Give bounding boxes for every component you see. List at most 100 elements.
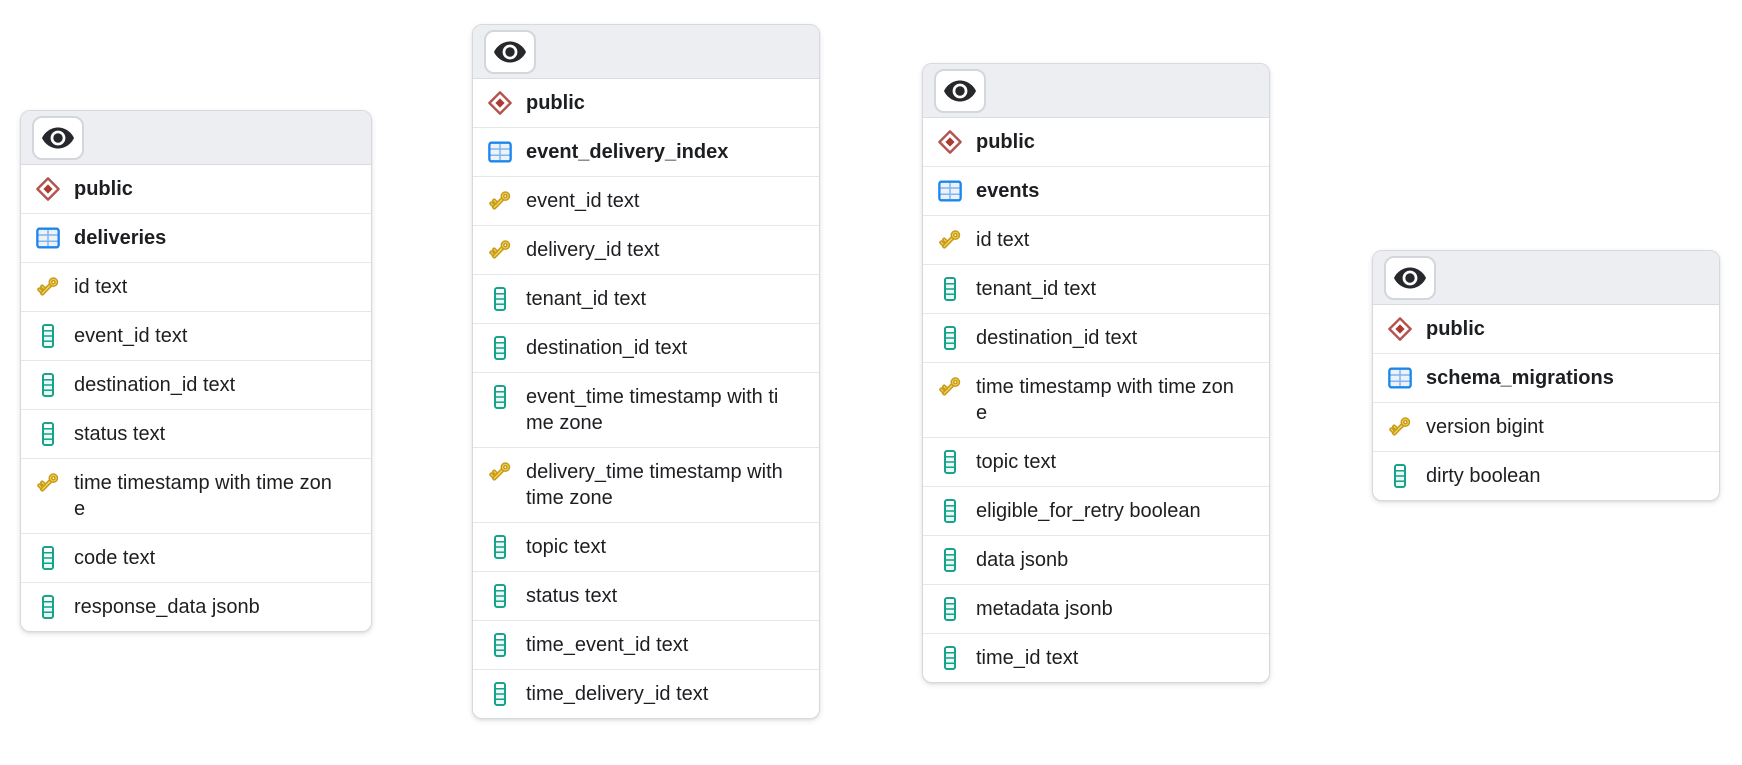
column-row: status text [473, 571, 819, 620]
column-icon [487, 534, 513, 560]
column-label: dirty boolean [1426, 465, 1541, 487]
schema-name: public [74, 178, 133, 200]
primary-key-icon [937, 227, 963, 253]
column-label: tenant_id text [976, 278, 1097, 300]
schema-name: public [526, 92, 585, 114]
column-row: id text [21, 262, 371, 311]
table-name-row: schema_migrations [1373, 353, 1719, 402]
column-row: version bigint [1373, 402, 1719, 451]
column-row: id text [923, 215, 1269, 264]
column-icon [1387, 463, 1413, 489]
column-label: tenant_id text [526, 288, 647, 310]
visibility-toggle-button[interactable] [934, 68, 986, 113]
column-row: topic text [923, 437, 1269, 486]
table-card-events[interactable]: public events id text tenant_id text destina… [922, 63, 1270, 683]
schema-name: public [976, 131, 1035, 153]
visibility-toggle-button[interactable] [1384, 255, 1436, 300]
table-name: schema_migrations [1426, 367, 1614, 389]
primary-key-icon [35, 274, 61, 300]
primary-key-icon [487, 459, 513, 485]
column-row: tenant_id text [473, 274, 819, 323]
column-label: event_id text [74, 325, 188, 347]
schema-diamond-icon [937, 129, 963, 155]
column-row: delivery_time timestamp with time zone [473, 447, 819, 522]
column-label: time_id text [976, 647, 1079, 669]
column-row: delivery_id text [473, 225, 819, 274]
column-label: topic text [976, 451, 1057, 473]
column-label: time_delivery_id text [526, 683, 709, 705]
visibility-toggle-button[interactable] [32, 115, 84, 160]
eye-icon [1393, 266, 1427, 290]
column-row: time_event_id text [473, 620, 819, 669]
column-icon [937, 596, 963, 622]
column-label: destination_id text [74, 374, 236, 396]
table-name-row: event_delivery_index [473, 127, 819, 176]
column-label: delivery_id text [526, 239, 660, 261]
column-row: topic text [473, 522, 819, 571]
column-label: topic text [526, 536, 607, 558]
table-name: deliveries [74, 227, 167, 249]
table-name: event_delivery_index [526, 141, 729, 163]
column-row: code text [21, 533, 371, 582]
column-label: data jsonb [976, 549, 1069, 571]
card-header [21, 111, 371, 165]
column-label: metadata jsonb [976, 598, 1113, 620]
column-label: version bigint [1426, 416, 1544, 438]
schema-name: public [1426, 318, 1485, 340]
column-label: time_event_id text [526, 634, 689, 656]
table-grid-icon [35, 225, 61, 251]
column-row: event_time timestamp with time zone [473, 372, 819, 447]
table-name-row: deliveries [21, 213, 371, 262]
column-label: delivery_time timestamp with time zone [526, 461, 783, 509]
column-label: eligible_for_retry boolean [976, 500, 1201, 522]
schema-row: public [1373, 305, 1719, 353]
column-row: destination_id text [473, 323, 819, 372]
column-row: destination_id text [923, 313, 1269, 362]
table-grid-icon [487, 139, 513, 165]
column-label: code text [74, 547, 156, 569]
column-row: event_id text [473, 176, 819, 225]
column-row: time_id text [923, 633, 1269, 682]
column-icon [487, 583, 513, 609]
schema-diamond-icon [1387, 316, 1413, 342]
eye-icon [943, 79, 977, 103]
column-row: destination_id text [21, 360, 371, 409]
column-icon [487, 335, 513, 361]
card-header [1373, 251, 1719, 305]
column-icon [937, 449, 963, 475]
schema-diamond-icon [487, 90, 513, 116]
column-icon [35, 372, 61, 398]
column-icon [937, 645, 963, 671]
column-label: event_id text [526, 190, 640, 212]
visibility-toggle-button[interactable] [484, 29, 536, 74]
column-row: tenant_id text [923, 264, 1269, 313]
schema-row: public [473, 79, 819, 127]
table-card-deliveries[interactable]: public deliveries id text event_id text dest… [20, 110, 372, 632]
column-icon [937, 547, 963, 573]
table-name-row: events [923, 166, 1269, 215]
column-icon [937, 325, 963, 351]
column-label: event_time timestamp with time zone [526, 386, 779, 434]
schema-diamond-icon [35, 176, 61, 202]
column-icon [487, 632, 513, 658]
card-header [473, 25, 819, 79]
column-label: id text [976, 229, 1030, 251]
eye-icon [41, 126, 75, 150]
column-row: status text [21, 409, 371, 458]
table-card-event_delivery_index[interactable]: public event_delivery_index event_id text d… [472, 24, 820, 719]
column-row: eligible_for_retry boolean [923, 486, 1269, 535]
primary-key-icon [1387, 414, 1413, 440]
column-row: metadata jsonb [923, 584, 1269, 633]
column-icon [487, 681, 513, 707]
column-icon [487, 384, 513, 410]
column-row: time timestamp with time zone [923, 362, 1269, 437]
table-name: events [976, 180, 1040, 202]
column-label: destination_id text [976, 327, 1138, 349]
column-icon [35, 323, 61, 349]
primary-key-icon [35, 470, 61, 496]
column-label: id text [74, 276, 128, 298]
primary-key-icon [487, 188, 513, 214]
primary-key-icon [487, 237, 513, 263]
